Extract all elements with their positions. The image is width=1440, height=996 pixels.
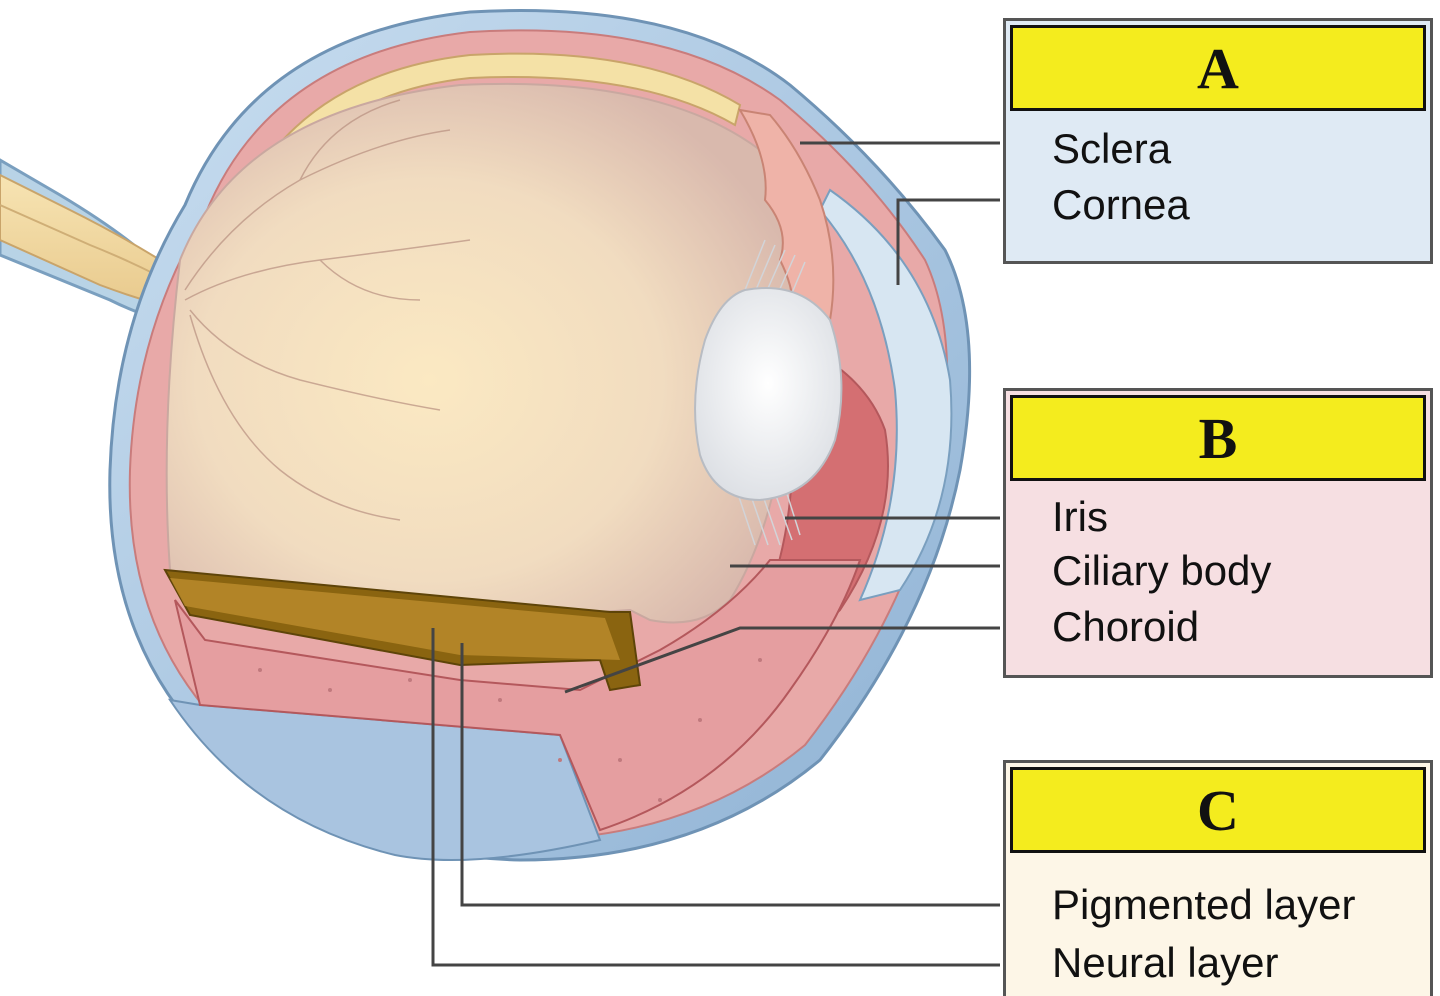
- eye-anatomy-illustration: [0, 9, 1000, 967]
- cornea-shape: [818, 188, 953, 602]
- panel-a-heading: A: [1010, 25, 1426, 111]
- label-pigmented-layer: Pigmented layer: [1052, 881, 1356, 928]
- label-sclera: Sclera: [1052, 125, 1172, 172]
- panel-a-fibrous-tunic: A: [1003, 18, 1433, 264]
- label-neural-layer: Neural layer: [1052, 939, 1279, 986]
- panel-c-retina: C: [1003, 760, 1433, 996]
- label-cornea: Cornea: [1052, 181, 1190, 228]
- leader-lines: [431, 141, 1000, 967]
- label-choroid: Choroid: [1052, 603, 1200, 650]
- panel-c-heading: C: [1010, 767, 1426, 853]
- sclera-cut-face: [167, 698, 602, 861]
- panel-b-vascular-tunic: B: [1003, 388, 1433, 678]
- vitreous-chamber: [165, 82, 793, 624]
- neural-layer-band: [170, 578, 620, 660]
- retinal-vessels: [184, 99, 471, 521]
- lens: [694, 287, 843, 502]
- label-iris: Iris: [1052, 493, 1108, 540]
- panel-b-heading: B: [1010, 395, 1426, 481]
- choroid-cut-face: [174, 559, 862, 832]
- choroid-speckles: [258, 658, 762, 802]
- label-ciliary-body: Ciliary body: [1052, 547, 1272, 594]
